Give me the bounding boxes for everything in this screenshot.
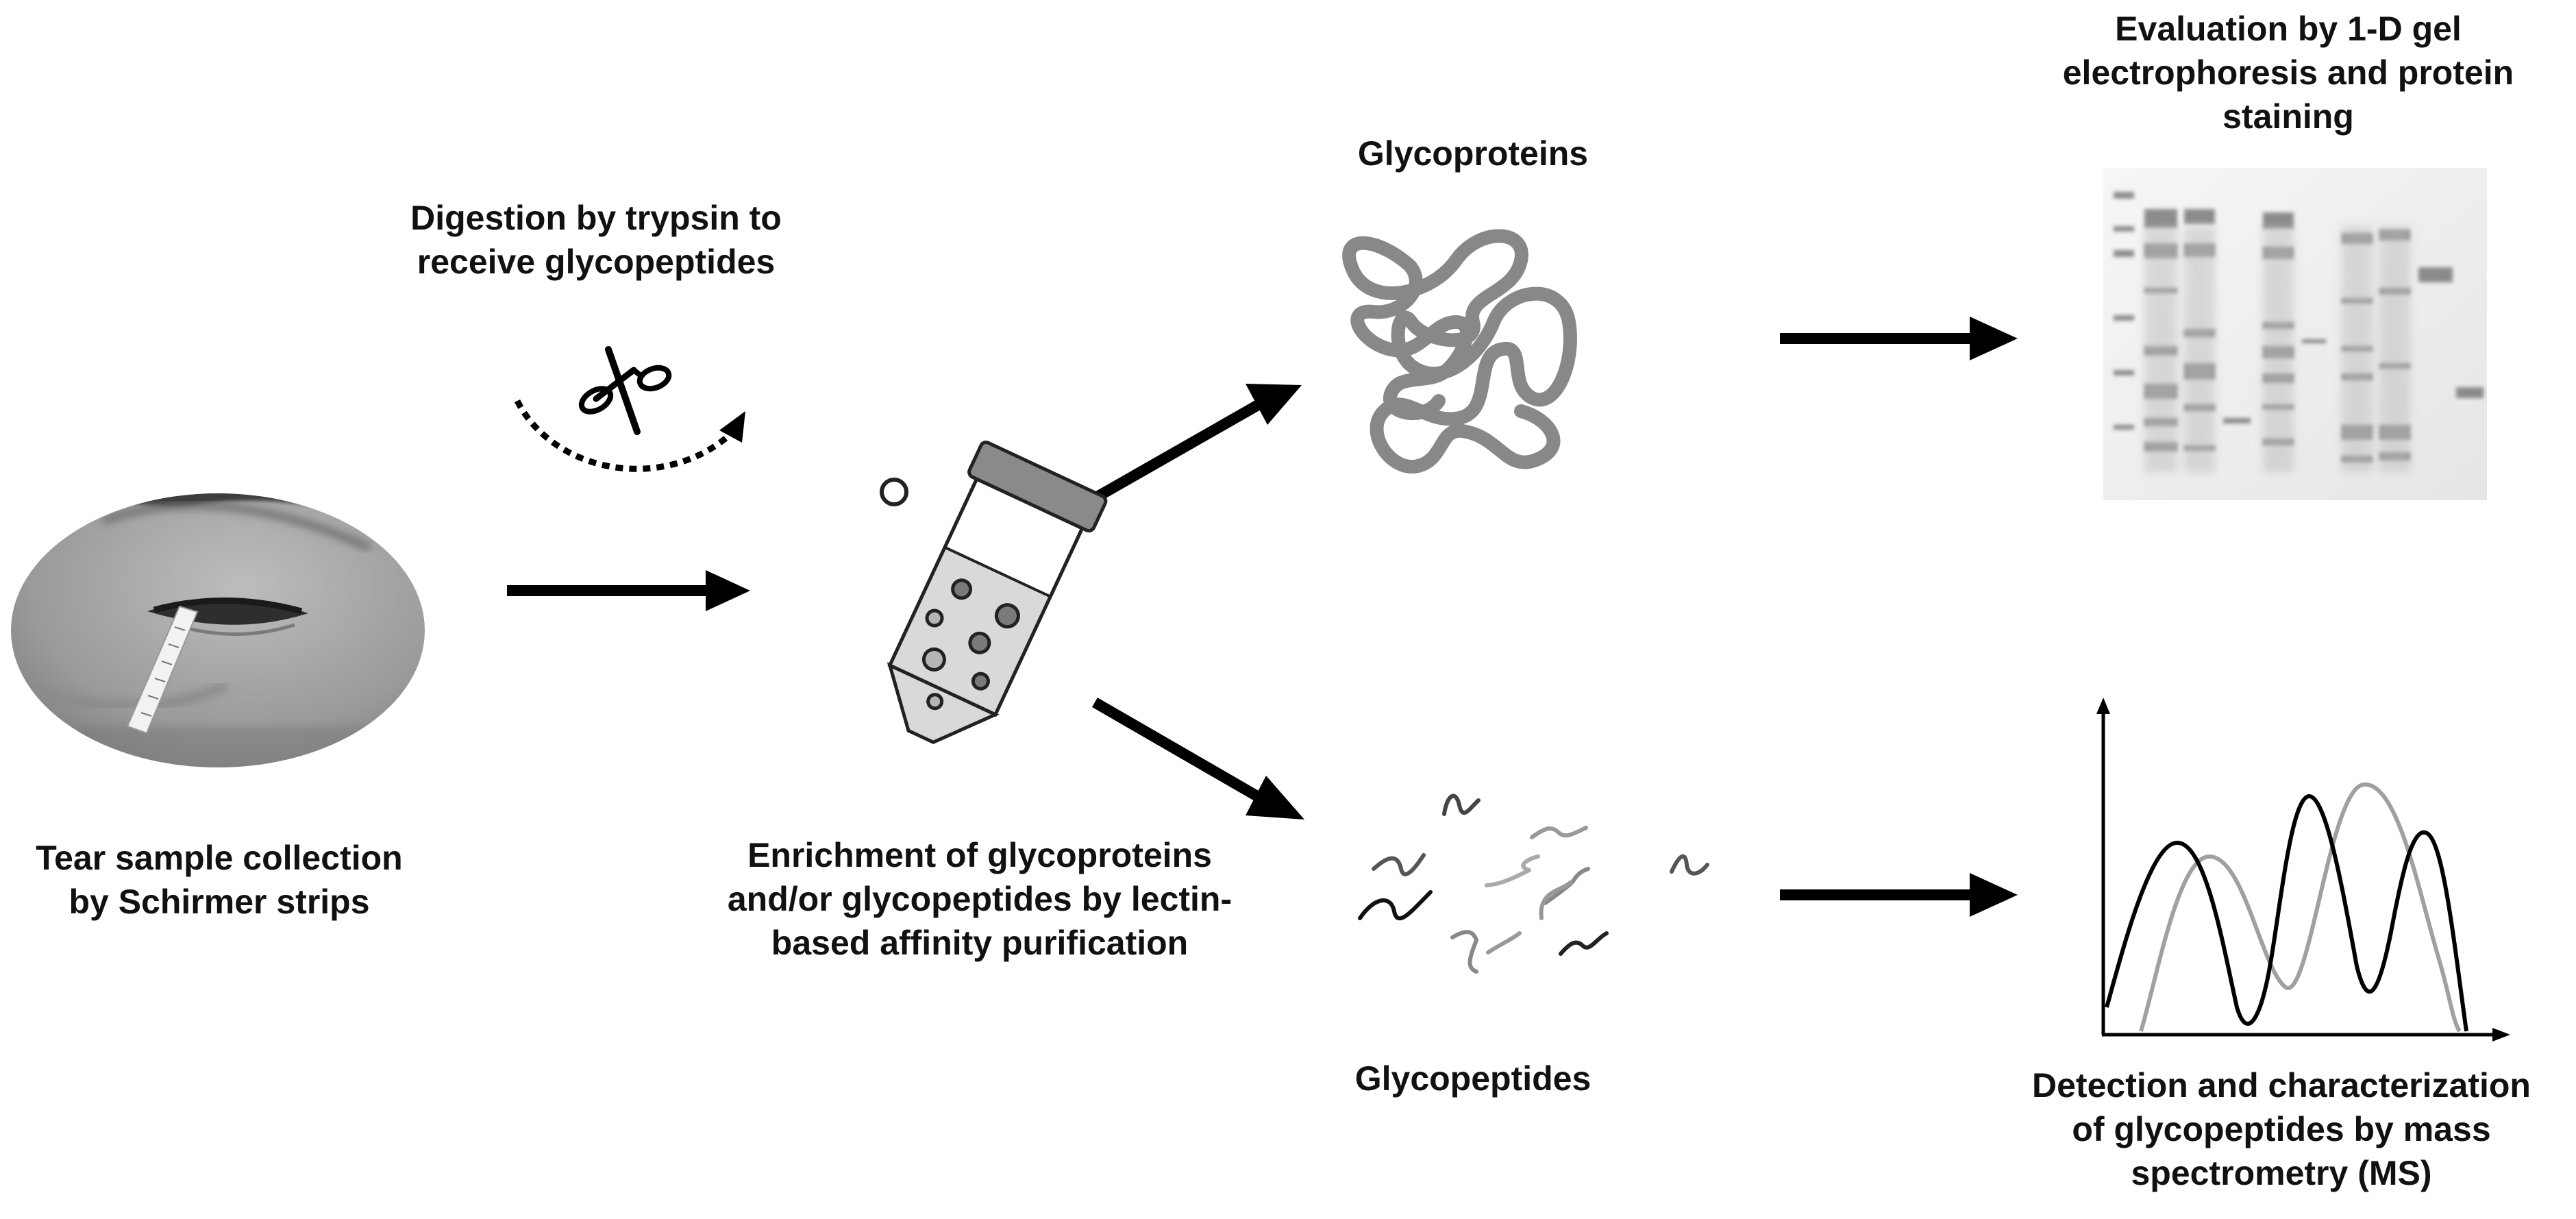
arrow-collection-to-enrichment xyxy=(507,570,750,611)
gel-image xyxy=(2103,168,2487,500)
ms-spectrum-plot xyxy=(2096,698,2510,1042)
label-enrichment-line-2: and/or glycopeptides by lectin- xyxy=(727,880,1233,918)
eye-photo-schirmer-strip xyxy=(11,493,425,767)
label-evaluation: Evaluation by 1-D gel electrophoresis an… xyxy=(2007,7,2569,138)
arrow-glycoproteins-to-gel xyxy=(1780,317,2018,360)
label-collection-line-1: Tear sample collection xyxy=(36,839,403,877)
spectrum-trace-black xyxy=(2105,794,2468,1032)
label-evaluation-line-1: Evaluation by 1-D gel xyxy=(2115,10,2462,48)
label-glycoproteins: Glycoproteins xyxy=(1302,132,1644,175)
label-detection-line-1: Detection and characterization xyxy=(2032,1066,2531,1105)
label-enrichment: Enrichment of glycoproteins and/or glyco… xyxy=(706,833,1254,965)
label-detection: Detection and characterization of glycop… xyxy=(1987,1063,2576,1195)
digestion-arc-icon xyxy=(514,399,745,472)
label-detection-line-2: of glycopeptides by mass xyxy=(2072,1110,2491,1148)
arrow-enrichment-to-glycoproteins xyxy=(1092,384,1302,503)
label-evaluation-line-3: staining xyxy=(2222,97,2354,136)
arrow-enrichment-to-glycopeptides xyxy=(1091,698,1304,820)
scissors-icon xyxy=(578,346,672,435)
peptide-fragments-icon xyxy=(1358,793,1709,974)
label-digestion-line-2: receive glycopeptides xyxy=(417,243,776,281)
label-enrichment-line-3: based affinity purification xyxy=(771,924,1189,962)
arrow-glycopeptides-to-ms xyxy=(1780,873,2018,917)
label-digestion: Digestion by trypsin to receive glycopep… xyxy=(404,196,788,284)
label-glycopeptides: Glycopeptides xyxy=(1302,1057,1644,1100)
label-enrichment-line-1: Enrichment of glycoproteins xyxy=(747,836,1212,874)
test-tube-icon xyxy=(880,441,1108,745)
label-digestion-line-1: Digestion by trypsin to xyxy=(410,199,782,237)
label-collection: Tear sample collection by Schirmer strip… xyxy=(0,836,438,924)
spectrum-trace-grey xyxy=(2139,782,2462,1033)
label-evaluation-line-2: electrophoresis and protein xyxy=(2062,53,2514,92)
label-detection-line-3: spectrometry (MS) xyxy=(2131,1154,2432,1192)
label-glycoproteins-text: Glycoproteins xyxy=(1357,134,1589,173)
label-glycopeptides-text: Glycopeptides xyxy=(1354,1059,1592,1098)
label-collection-line-2: by Schirmer strips xyxy=(69,883,370,921)
protein-tangle-icon xyxy=(1342,229,1577,474)
